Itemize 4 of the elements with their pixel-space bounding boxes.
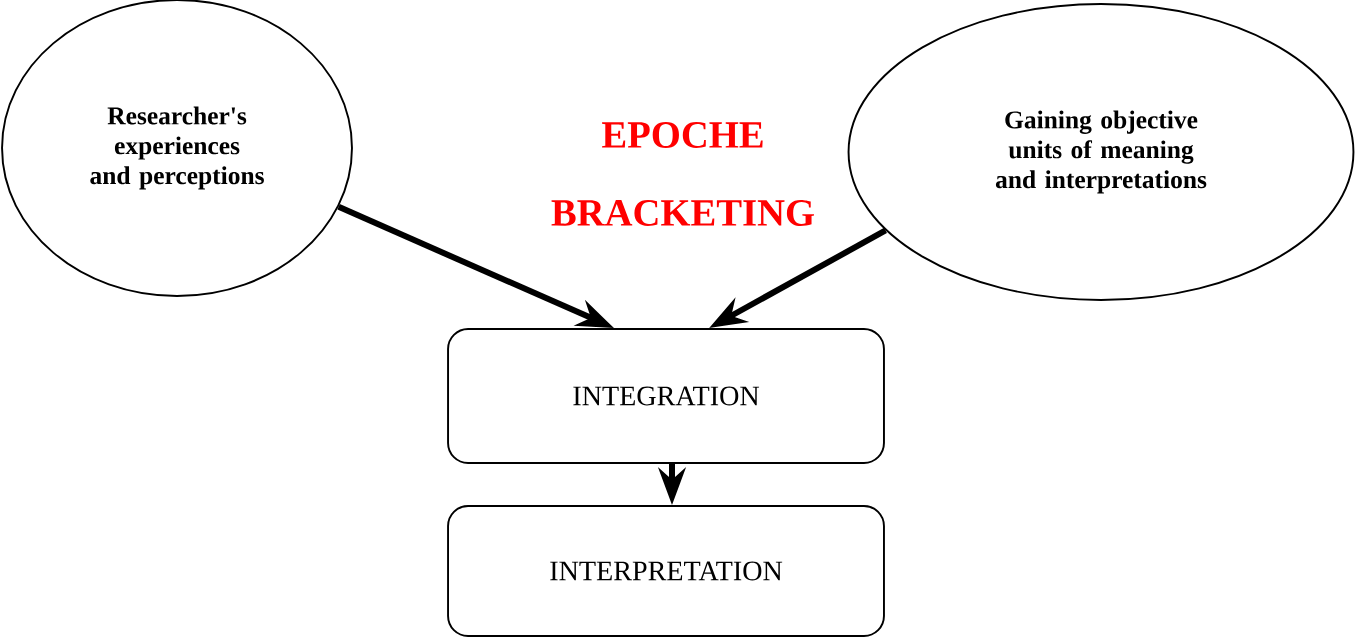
label-text: BRACKETING <box>551 200 814 226</box>
process-box: INTEGRATION <box>447 328 885 464</box>
process-box: INTERPRETATION <box>447 505 885 637</box>
label-text: EPOCHE <box>602 122 763 148</box>
